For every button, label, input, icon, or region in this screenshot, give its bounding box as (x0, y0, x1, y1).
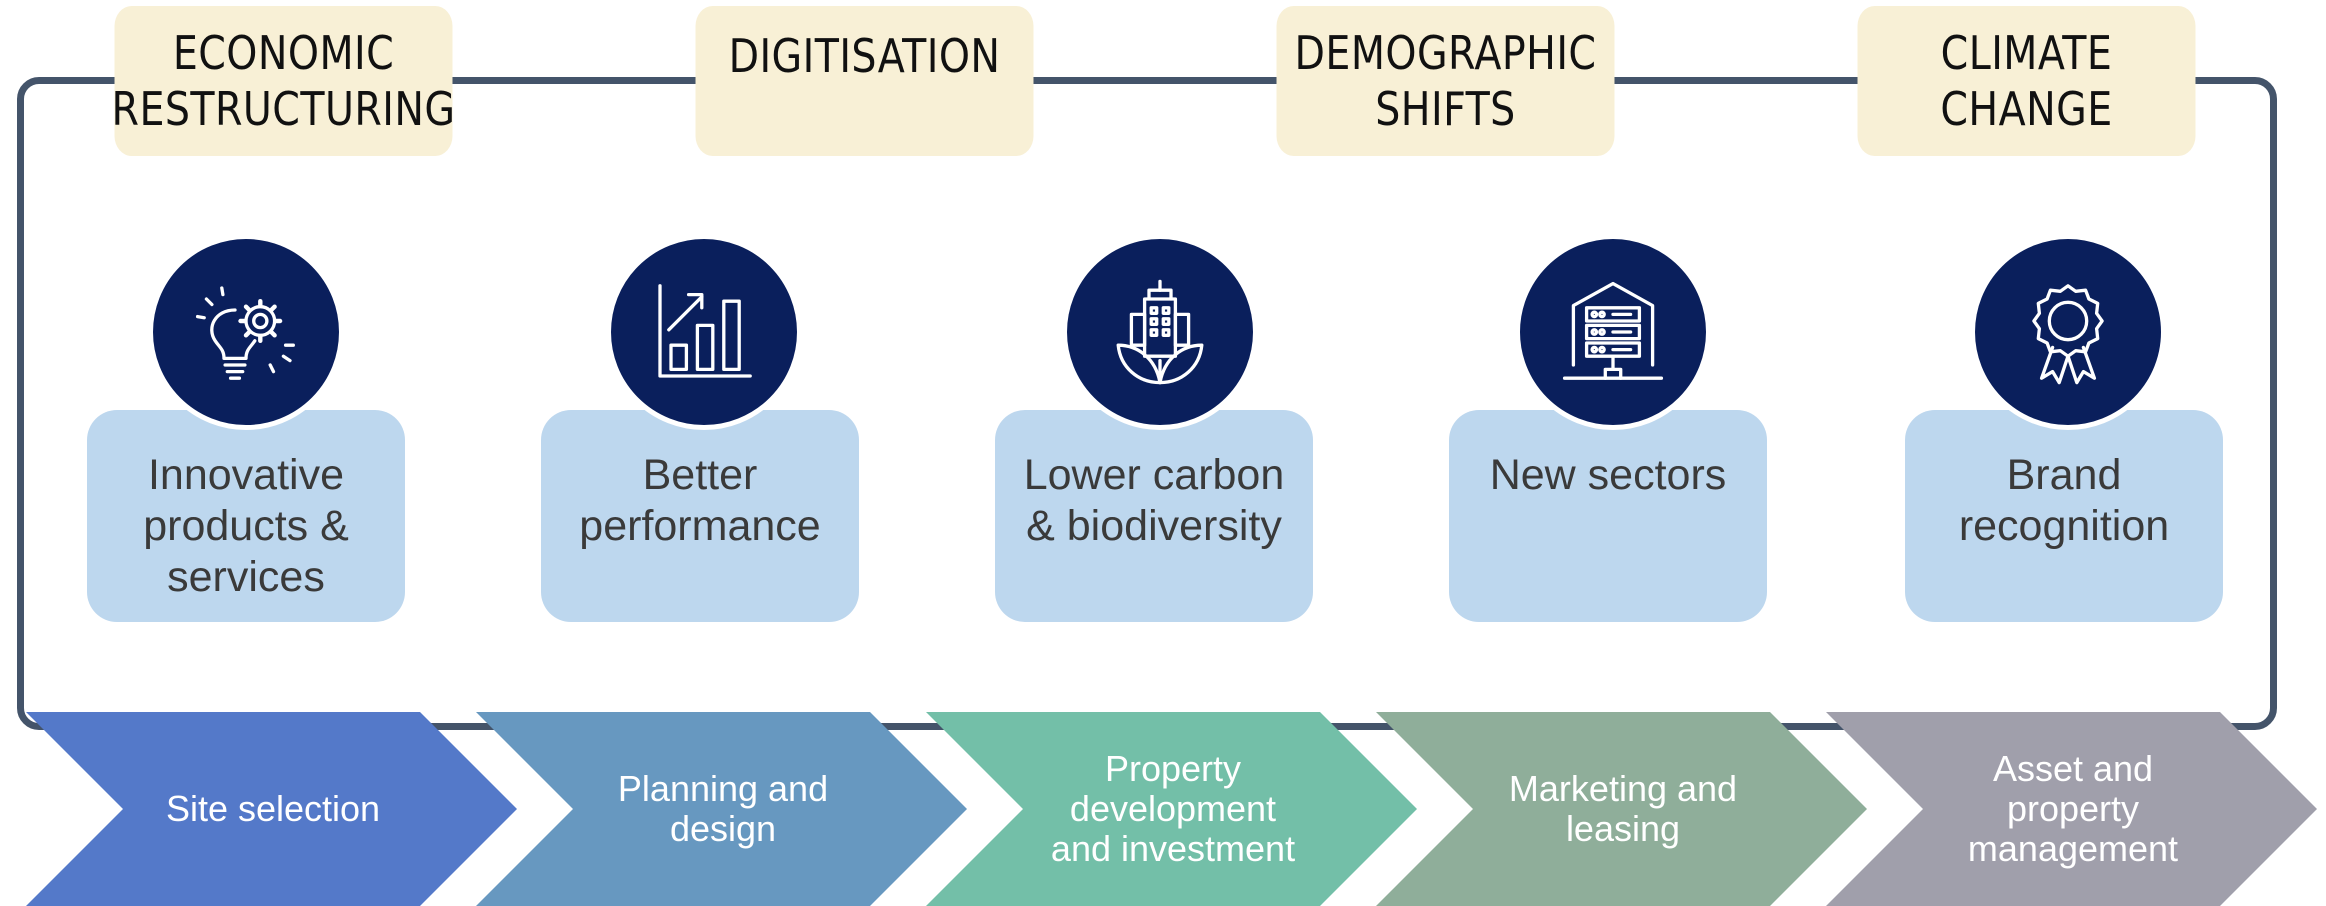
outcome-line: performance (579, 502, 821, 550)
outcome-line: services (167, 553, 325, 601)
outcome-innovative-products: Innovative products & services (87, 410, 405, 622)
outcome-icon-5 (1970, 234, 2166, 430)
driver-climate-change: CLIMATE CHANGE (1857, 6, 2196, 156)
outcome-line: products & (143, 502, 349, 550)
chevron-site-selection (26, 712, 517, 906)
driver-demographic-shifts: DEMOGRAPHIC SHIFTS (1276, 6, 1615, 156)
driver-digitisation: DIGITISATION (695, 6, 1034, 156)
outcome-icon-4 (1515, 234, 1711, 430)
stage-label-property-development: Property development and investment (1050, 748, 1296, 869)
outcome-line: Lower carbon (1023, 451, 1285, 499)
outcome-icon-1 (148, 234, 344, 430)
chevron-asset-management (1826, 712, 2317, 906)
outcome-brand-recognition: Brand recognition (1905, 410, 2223, 622)
outcome-line: Innovative (147, 451, 345, 499)
stage-label-planning-design: Planning and design (617, 768, 829, 849)
stage-label-site-selection: Site selection (165, 788, 381, 829)
outcome-line: recognition (1958, 502, 2170, 550)
outcome-line: Brand (2006, 451, 2122, 499)
stage-label-marketing-leasing: Marketing and leasing (1508, 768, 1738, 849)
lightbulb-gear-icon (195, 286, 295, 380)
outcome-line: & biodiversity (1026, 502, 1282, 550)
outcome-line: Better (642, 451, 758, 499)
green-building-icon (1116, 279, 1204, 385)
chevron-property-development (926, 712, 1417, 906)
outcome-better-performance: Better performance (541, 410, 859, 622)
outcome-icon-3 (1062, 234, 1258, 430)
outcome-new-sectors: New sectors (1449, 410, 1767, 622)
award-ribbon-icon (2032, 284, 2104, 385)
server-rack-icon (1562, 281, 1664, 380)
chevron-marketing-leasing (1376, 712, 1867, 906)
outcome-lower-carbon: Lower carbon & biodiversity (995, 410, 1313, 622)
stage-label-asset-management: Asset and property management (1967, 748, 2179, 869)
growth-chart-icon (658, 284, 752, 378)
outcome-line: New sectors (1489, 451, 1727, 499)
driver-economic-restructuring: ECONOMIC RESTRUCTURING (112, 6, 455, 156)
chevron-planning-design (476, 712, 967, 906)
process-chevrons (26, 712, 2317, 906)
outcome-icon-2 (606, 234, 802, 430)
